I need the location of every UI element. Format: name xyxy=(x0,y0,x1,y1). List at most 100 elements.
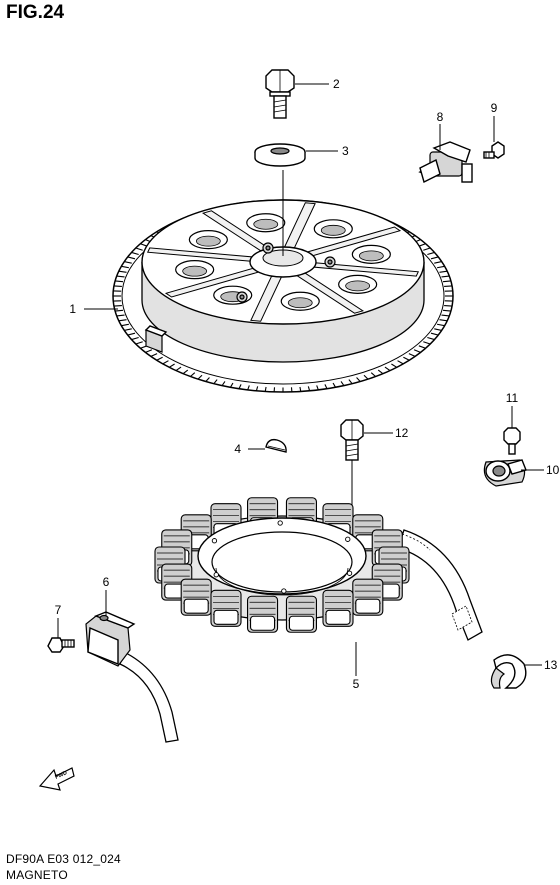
part-clamp-10 xyxy=(483,459,527,487)
stator-pole xyxy=(285,595,317,633)
gear-tooth xyxy=(434,328,442,331)
ring-hole xyxy=(345,536,351,542)
gear-tooth xyxy=(316,385,319,391)
gear-tooth xyxy=(175,366,182,372)
gear-tooth xyxy=(403,356,410,361)
gear-tooth xyxy=(418,345,426,349)
gear-tooth xyxy=(255,386,259,391)
callout-4: 4 xyxy=(234,442,241,456)
leader-lines xyxy=(57,83,544,676)
callout-labels: 1 2 3 4 5 6 7 8 9 10 11 12 13 xyxy=(55,77,560,691)
callout-6: 6 xyxy=(103,575,110,589)
gear-tooth xyxy=(441,314,450,317)
gear-tooth xyxy=(423,341,431,345)
gear-tooth xyxy=(391,363,398,368)
callout-3: 3 xyxy=(342,144,349,158)
gear-tooth xyxy=(190,372,196,377)
callout-1: 1 xyxy=(69,302,76,316)
part-washer-3 xyxy=(254,143,306,167)
gear-tooth xyxy=(168,363,175,368)
gear-tooth xyxy=(118,270,127,273)
ring-hole xyxy=(346,570,353,576)
stator-pole xyxy=(180,578,212,616)
gear-tooth xyxy=(247,385,250,391)
gear-tooth xyxy=(430,256,439,260)
part-sensor-8 xyxy=(418,141,473,184)
gear-tooth xyxy=(221,381,226,386)
gear-tooth xyxy=(418,243,426,247)
flywheel-window-inner xyxy=(287,297,313,309)
part-flywheel-1 xyxy=(112,170,454,393)
flywheel-window-inner xyxy=(320,224,346,236)
gear-tooth xyxy=(434,261,442,264)
callout-12: 12 xyxy=(395,426,409,440)
gear-tooth xyxy=(124,328,132,331)
gear-tooth xyxy=(307,386,311,391)
gear-tooth xyxy=(121,323,130,327)
ring-hole xyxy=(211,538,218,544)
gear-tooth xyxy=(439,319,448,322)
diagram-name: MAGNETO xyxy=(6,868,68,882)
coil-cap xyxy=(183,598,209,614)
gear-tooth xyxy=(213,379,218,385)
gear-tooth xyxy=(238,384,242,389)
callout-11: 11 xyxy=(506,391,519,405)
gear-tooth xyxy=(131,251,139,255)
gear-tooth xyxy=(384,366,391,372)
gear-tooth xyxy=(413,349,421,353)
coil-cap xyxy=(355,598,381,614)
fwd-arrow: FWD xyxy=(38,767,75,791)
gear-tooth xyxy=(348,379,353,385)
gear-tooth xyxy=(356,377,361,382)
gear-tooth xyxy=(436,265,445,269)
gear-tooth xyxy=(423,247,431,251)
gear-tooth xyxy=(127,256,136,260)
stator-pole xyxy=(210,589,242,627)
stator-pole xyxy=(352,578,384,616)
gear-tooth xyxy=(135,341,143,345)
gear-tooth xyxy=(427,337,435,341)
gear-tooth xyxy=(363,374,369,380)
gear-tooth xyxy=(121,265,130,269)
gear-tooth xyxy=(131,337,139,341)
gear-tooth xyxy=(340,381,345,386)
flywheel-window-inner xyxy=(253,218,279,230)
figure-title: FIG.24 xyxy=(6,2,65,23)
part-key-4 xyxy=(265,438,287,453)
stator-pole xyxy=(247,595,279,633)
ring-hole xyxy=(213,572,219,578)
flywheel-window-inner xyxy=(182,265,208,277)
part-clip-13 xyxy=(490,654,527,689)
callout-8: 8 xyxy=(437,110,444,124)
flywheel-window-inner xyxy=(345,280,371,292)
gear-tooth xyxy=(436,323,445,327)
gear-tooth xyxy=(145,349,153,353)
gear-tooth xyxy=(197,374,203,380)
coil-cap xyxy=(250,615,276,631)
gear-tooth xyxy=(439,270,448,273)
gear-tooth xyxy=(229,382,234,388)
coil-cap xyxy=(213,609,239,625)
diagram-code: DF90A E03 012_024 xyxy=(6,852,121,866)
gear-tooth xyxy=(408,353,416,357)
part-pulser-coil-6 xyxy=(85,611,179,743)
gear-tooth xyxy=(124,261,132,264)
gear-tooth xyxy=(332,382,337,388)
coil-cap xyxy=(288,615,314,631)
part-screw-11 xyxy=(503,427,521,455)
gear-tooth xyxy=(205,377,210,382)
gear-tooth xyxy=(135,247,143,251)
callout-2: 2 xyxy=(333,77,340,91)
callout-7: 7 xyxy=(55,603,62,617)
callout-10: 10 xyxy=(546,463,560,477)
flywheel-window-inner xyxy=(195,235,221,247)
gear-tooth xyxy=(324,384,328,389)
gear-tooth xyxy=(442,309,451,312)
fwd-label: FWD xyxy=(54,770,68,781)
part-screw-9 xyxy=(483,141,505,159)
gear-tooth xyxy=(127,332,136,336)
gear-tooth xyxy=(116,275,125,278)
gear-tooth xyxy=(397,360,404,365)
callout-13: 13 xyxy=(544,658,558,672)
